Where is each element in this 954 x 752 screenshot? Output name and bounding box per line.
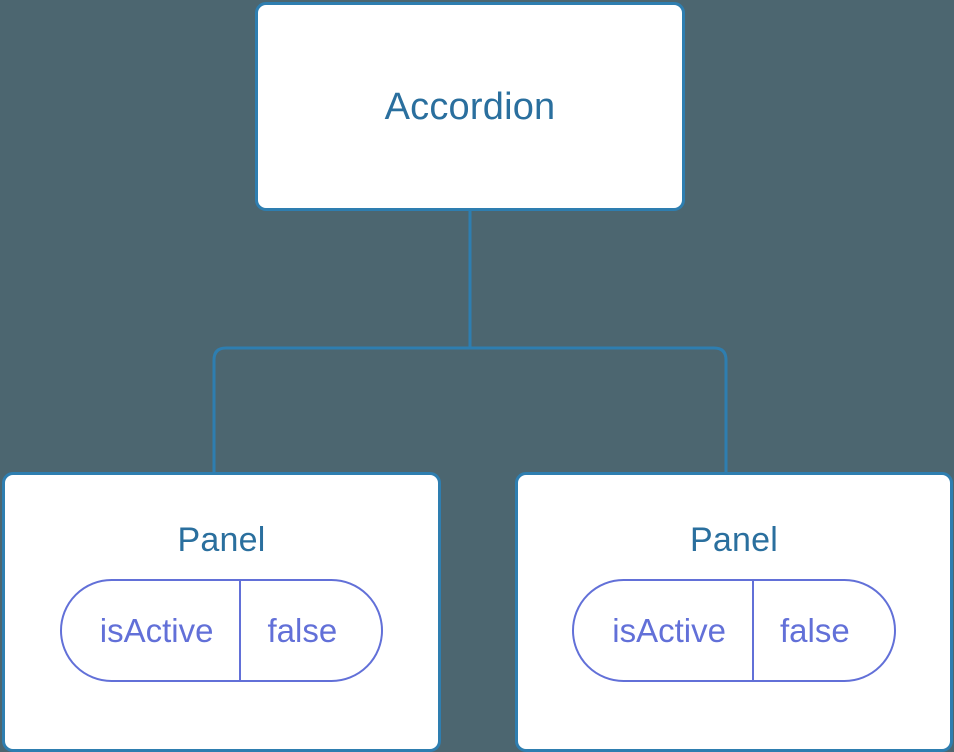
prop-pill-panel-2-value: false <box>779 612 850 649</box>
node-panel-2-label: Panel <box>690 521 778 559</box>
connector-lines <box>212 210 728 472</box>
node-panel-2[interactable]: Panel isActive false <box>515 472 953 752</box>
node-panel-1-label: Panel <box>177 521 266 559</box>
node-accordion-label: Accordion <box>384 85 556 128</box>
prop-pill-panel-2-key: isActive <box>574 581 754 680</box>
node-accordion[interactable]: Accordion <box>255 2 685 211</box>
prop-pill-panel-1-key: isActive <box>62 581 242 680</box>
connector-branch-bus <box>212 346 728 472</box>
prop-pill-panel-1[interactable]: isActive false <box>59 579 384 682</box>
prop-pill-panel-1-value: false <box>267 612 338 649</box>
node-panel-1[interactable]: Panel isActive false <box>2 472 441 752</box>
prop-pill-panel-2[interactable]: isActive false <box>572 579 896 682</box>
